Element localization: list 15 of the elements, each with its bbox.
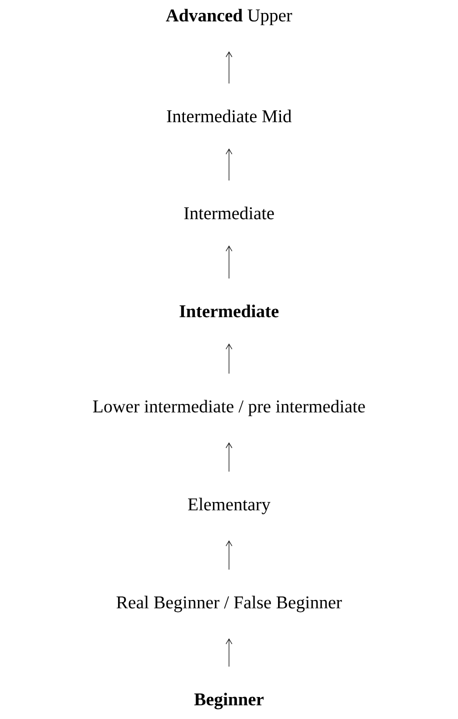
level-label: Real Beginner / False Beginner — [116, 596, 342, 612]
level-label: Lower intermediate / pre intermediate — [93, 400, 365, 416]
level-label: Intermediate Mid — [166, 110, 292, 122]
level-label: Beginner — [194, 692, 264, 710]
arrow — [226, 540, 232, 570]
arrow — [226, 51, 232, 84]
arrow — [226, 344, 232, 374]
level-label: Intermediate — [180, 304, 279, 318]
level-label: Advanced Upper — [166, 8, 292, 26]
arrow — [226, 442, 232, 472]
arrow — [226, 638, 232, 667]
level-label: Elementary — [188, 498, 270, 514]
arrow — [226, 148, 232, 181]
arrow — [226, 246, 232, 279]
level-label: Intermediate — [184, 206, 274, 220]
